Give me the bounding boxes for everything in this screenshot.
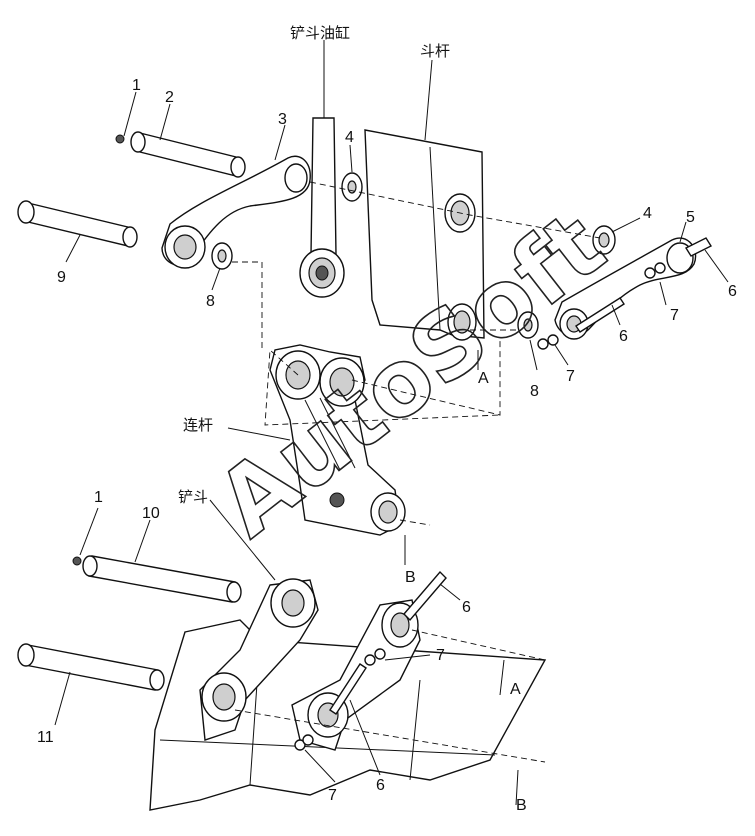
- label-bucket: 铲斗: [178, 488, 208, 506]
- part-number-10: 10: [142, 505, 160, 522]
- washers: [211, 172, 616, 339]
- label-view-a-upper: A: [478, 370, 489, 387]
- part-number-7-bucket-upper: 7: [436, 647, 445, 664]
- label-view-b-upper: B: [405, 569, 416, 586]
- part-number-4-right: 4: [643, 205, 652, 222]
- part-9-pin: [17, 200, 138, 248]
- part-number-7-bucket-lower: 7: [328, 787, 337, 804]
- part-10-pin: [72, 555, 242, 603]
- part-number-9: 9: [57, 269, 66, 286]
- part-2-pin: [115, 131, 246, 178]
- part-number-3: 3: [278, 111, 287, 128]
- part-number-4-left: 4: [345, 129, 354, 146]
- label-bucket-cylinder: 铲斗油缸: [290, 24, 350, 42]
- bucket-cylinder-part: [299, 117, 345, 298]
- part-number-8-right: 8: [530, 383, 539, 400]
- arm-part: [364, 129, 485, 341]
- part-number-1-lower: 1: [94, 489, 103, 506]
- part-number-6-mid: 6: [619, 328, 628, 345]
- part-number-11: 11: [37, 729, 54, 746]
- part-5-right-link: [537, 237, 713, 350]
- leader-lines: [54, 40, 729, 806]
- part-number-8-left: 8: [206, 293, 215, 310]
- part-number-2: 2: [165, 89, 174, 106]
- bucket-part: [149, 570, 547, 811]
- part-number-7-right: 7: [670, 307, 679, 324]
- part-3-link-plate: [161, 155, 311, 269]
- assembly-dashed-lines: [232, 181, 601, 763]
- part-number-7-mid: 7: [566, 368, 575, 385]
- part-number-6-bucket-lower: 6: [376, 777, 385, 794]
- part-number-6-bucket-upper: 6: [462, 599, 471, 616]
- label-view-b-lower: B: [516, 797, 527, 814]
- part-number-1-top: 1: [132, 77, 141, 94]
- label-link: 连杆: [183, 416, 213, 434]
- part-11-pin: [17, 643, 165, 691]
- part-number-5: 5: [686, 209, 695, 226]
- label-view-a-lower: A: [510, 681, 521, 698]
- label-arm: 斗杆: [420, 42, 450, 60]
- part-number-6-right: 6: [728, 283, 737, 300]
